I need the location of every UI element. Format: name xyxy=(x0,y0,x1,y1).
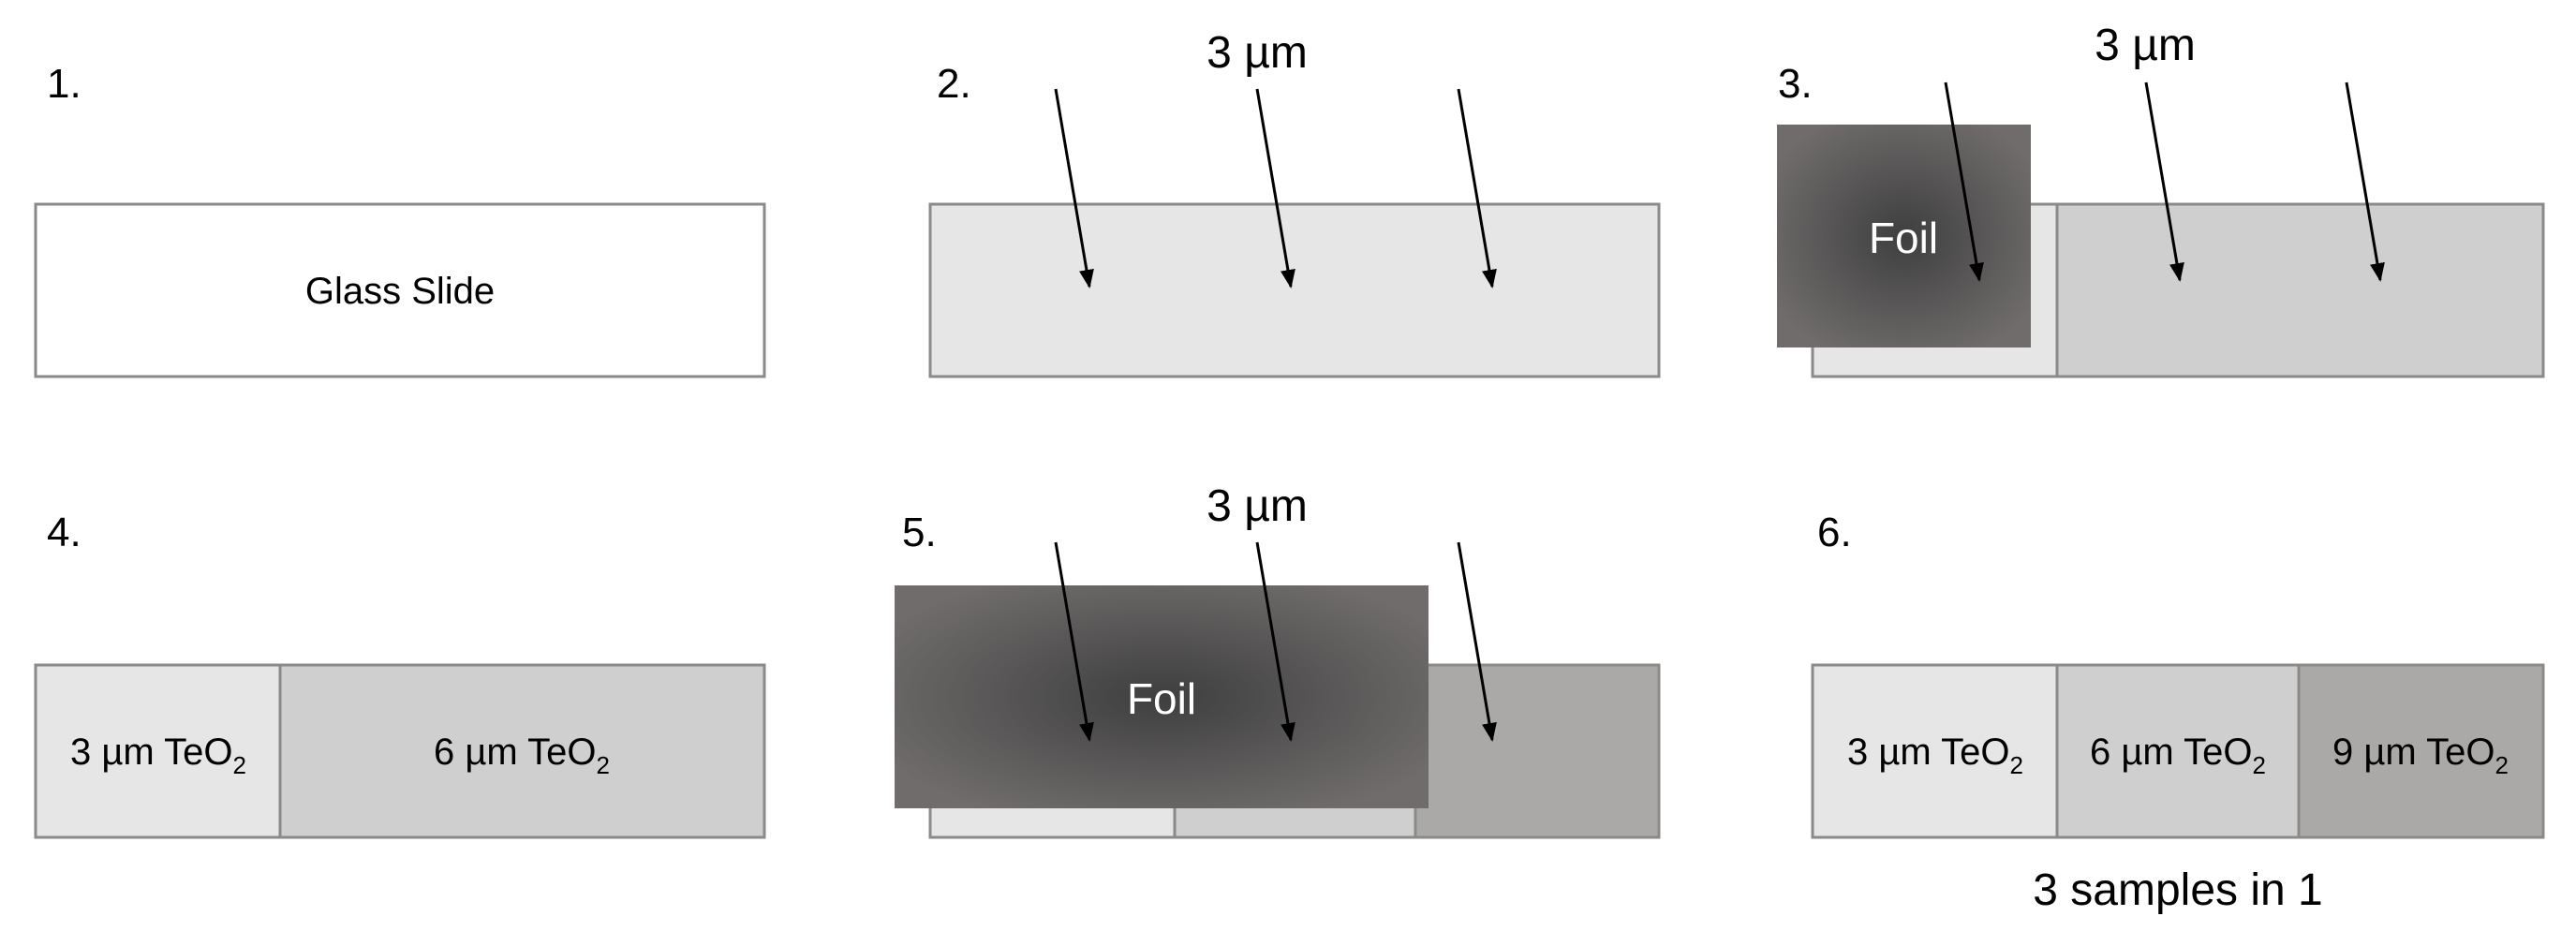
step-4-number: 4. xyxy=(47,510,81,555)
step-4: 4. 3 µm TeO2 6 µm TeO2 xyxy=(34,510,766,839)
step-5-foil xyxy=(895,585,1429,808)
step-3-deposition-arrow-1 xyxy=(1944,81,1984,282)
step-2-number: 2. xyxy=(937,61,971,107)
step-3-foil xyxy=(1777,125,2031,347)
step-6-layer-6um xyxy=(2055,663,2302,839)
step-6-layer-9um xyxy=(2297,663,2545,839)
step-5: 5. 3 µm Foil xyxy=(895,481,1661,839)
step-6-number: 6. xyxy=(1817,510,1852,555)
step-5-deposition-arrow-1 xyxy=(1054,541,1094,742)
step-6-segment-1-label: 3 µm TeO2 xyxy=(1847,732,2023,779)
step-5-deposition-arrow-3 xyxy=(1457,541,1497,742)
step-2-deposit-label: 3 µm xyxy=(1207,28,1308,78)
step-3-number: 3. xyxy=(1778,61,1813,107)
glass-slide xyxy=(34,202,766,378)
step-3-layer-6um xyxy=(2055,202,2545,378)
step-6-layer-3um xyxy=(1811,663,2060,839)
step-3-deposition-arrow-3 xyxy=(2345,81,2385,282)
step-2-deposition-arrow-1 xyxy=(1054,88,1094,288)
step-4-layer-3um xyxy=(34,663,283,839)
step-6-segment-2-label: 6 µm TeO2 xyxy=(2090,732,2266,779)
step-3-deposition-arrow-2 xyxy=(2144,81,2184,282)
step-1-number: 1. xyxy=(47,61,81,107)
step-5-deposition-arrow-2 xyxy=(1255,541,1295,742)
step-5-foil-label: Foil xyxy=(1127,674,1196,723)
step-4-segment-2-label: 6 µm TeO2 xyxy=(434,732,610,779)
step-2-layer-3um xyxy=(928,202,1661,378)
step-5-deposit-label: 3 µm xyxy=(1207,481,1308,531)
step-6: 6. 3 µm TeO2 6 µm TeO2 9 µm TeO2 3 sampl… xyxy=(1811,510,2545,915)
step-3-foil-label: Foil xyxy=(1869,214,1938,262)
step-5-layer-9um xyxy=(1414,663,1661,839)
step-5-number: 5. xyxy=(902,510,937,555)
step-3: 3. 3 µm Foil xyxy=(1777,21,2545,378)
step-4-segment-1-label: 3 µm TeO2 xyxy=(70,732,246,779)
step-2-deposition-arrow-3 xyxy=(1457,88,1497,288)
step-4-layer-6um xyxy=(278,663,766,839)
step-2-deposition-arrow-2 xyxy=(1255,88,1295,288)
step-6-segment-3-label: 9 µm TeO2 xyxy=(2332,732,2509,779)
step-1: 1. Glass Slide xyxy=(34,61,766,378)
glass-slide-label: Glass Slide xyxy=(305,271,495,312)
step-3-deposit-label: 3 µm xyxy=(2095,21,2196,70)
step-6-caption: 3 samples in 1 xyxy=(2033,865,2323,915)
step-2: 2. 3 µm xyxy=(928,28,1661,378)
